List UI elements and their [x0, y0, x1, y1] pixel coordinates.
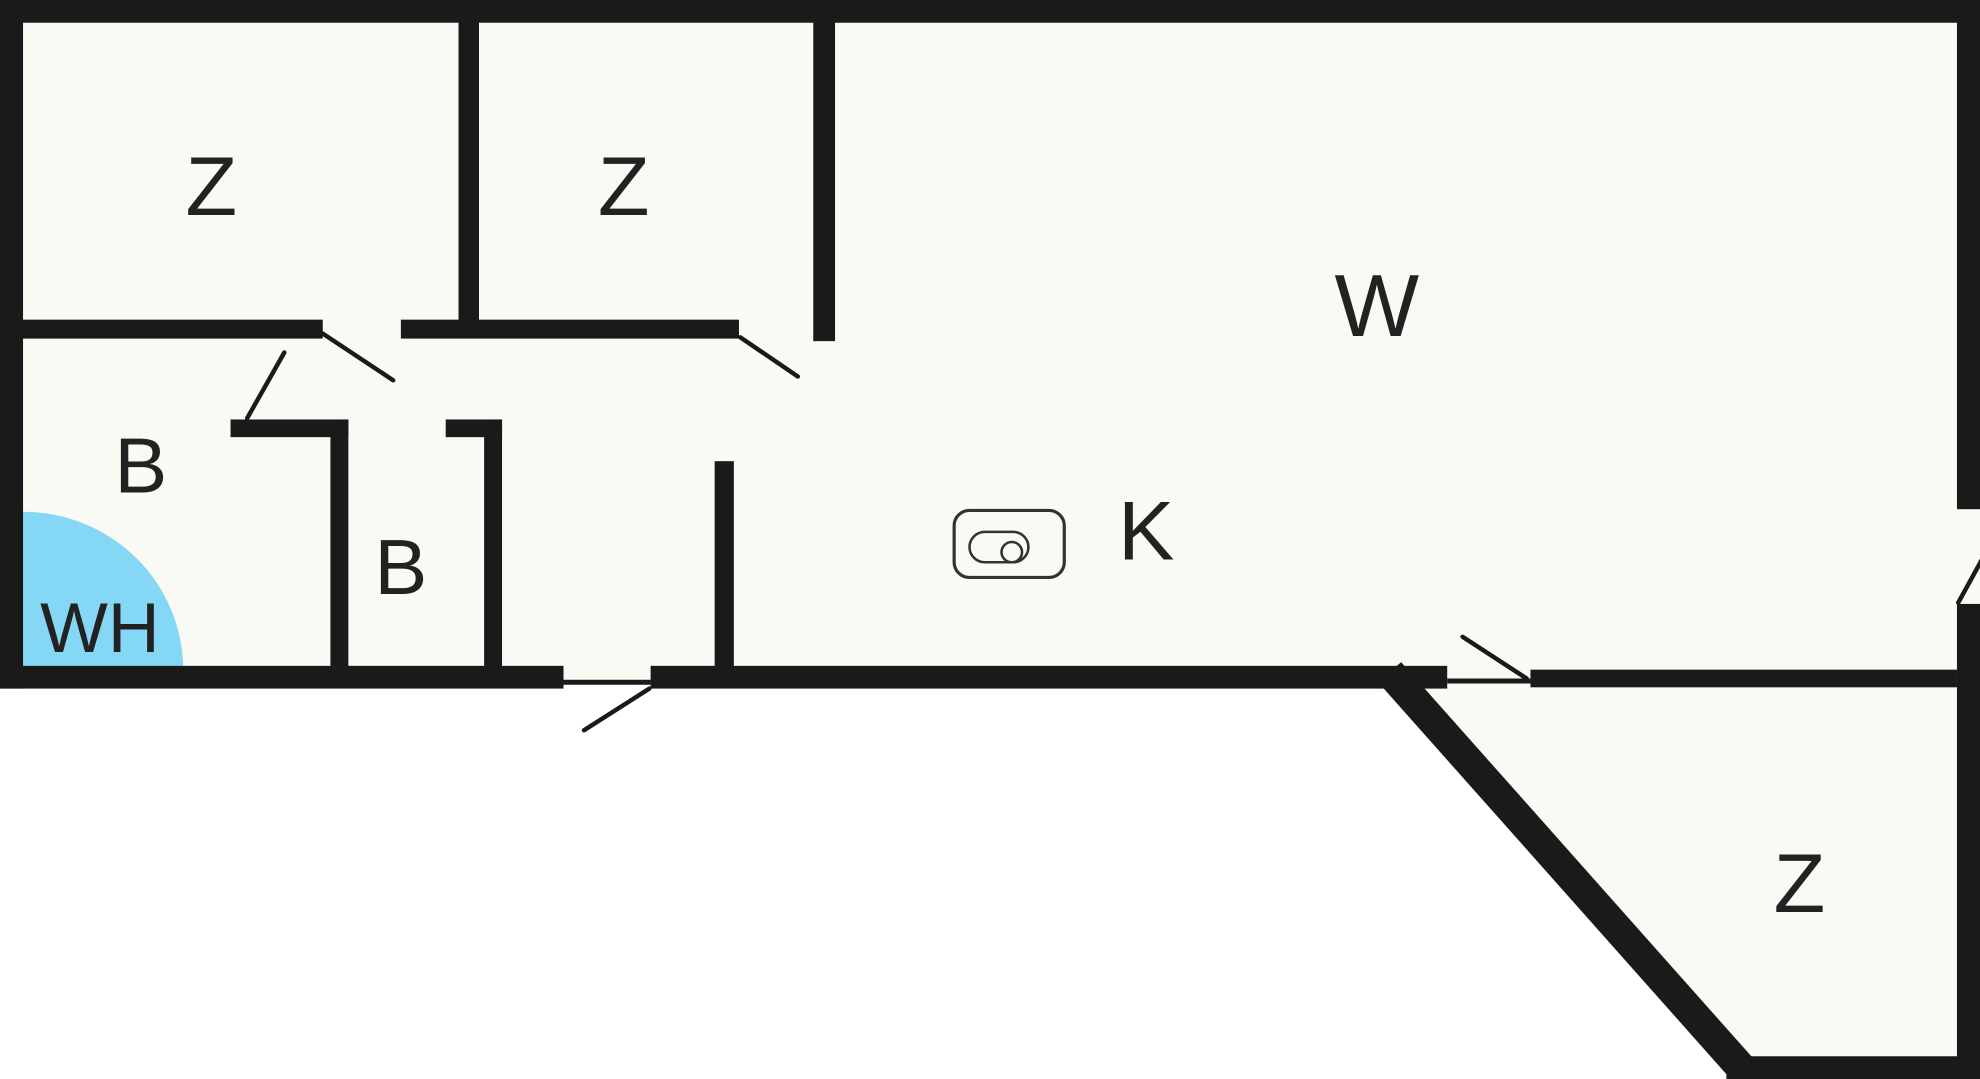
- wall-top: [0, 0, 1980, 23]
- stove-icon-burner-pill: [968, 530, 1030, 564]
- door-leaf-exterior: [1955, 558, 1980, 605]
- wall-under-bedroom1: [0, 319, 323, 339]
- label-living-room: W: [1334, 256, 1419, 355]
- door-swing-lines: [244, 331, 1980, 733]
- wall-bath-top-left: [230, 419, 349, 438]
- wall-left: [0, 0, 24, 689]
- wall-bedroom3-top: [1530, 669, 1957, 688]
- wall-bedroom3-bottom: [1726, 1056, 1980, 1079]
- stove-icon-outline: [952, 508, 1066, 579]
- wall-under-bedroom2: [400, 319, 739, 339]
- wall-bedroom2-right: [813, 0, 836, 342]
- wall-bottom-mid: [650, 665, 1448, 689]
- wall-diagonal: [1378, 662, 1756, 1079]
- water-heater-area: [23, 511, 184, 670]
- wall-right-lower: [1956, 603, 1980, 1079]
- label-bathroom-2: B: [374, 523, 427, 610]
- door-leaf-bedroom1: [320, 331, 396, 383]
- wall-hall-divider: [714, 461, 734, 668]
- label-kitchen: K: [1118, 484, 1174, 577]
- door-thresholds: [563, 678, 1531, 685]
- stove-icon-burner-circle: [1000, 540, 1024, 564]
- label-bedroom-3: Z: [1774, 837, 1826, 930]
- door-leaf-bathroom1: [244, 350, 287, 421]
- wall-bottom-left: [0, 665, 564, 689]
- stove-icon: [952, 508, 1066, 579]
- label-water-heater: WH: [40, 589, 159, 667]
- wall-right-upper: [1956, 0, 1980, 510]
- room-labels: Z Z W B B K WH Z: [40, 139, 1825, 930]
- label-bathroom-1: B: [114, 422, 167, 509]
- wall-between-bedrooms: [458, 0, 479, 335]
- wall-bath-divider-left: [330, 419, 349, 668]
- label-bedroom-2: Z: [598, 139, 650, 232]
- door-leaf-bedroom3: [1460, 634, 1529, 681]
- wall-bath-top-right: [445, 419, 503, 438]
- door-leaf-hall: [581, 686, 652, 733]
- wall-bath-divider-right: [484, 419, 503, 668]
- door-leaf-bedroom2: [738, 335, 801, 379]
- label-bedroom-1: Z: [185, 139, 237, 232]
